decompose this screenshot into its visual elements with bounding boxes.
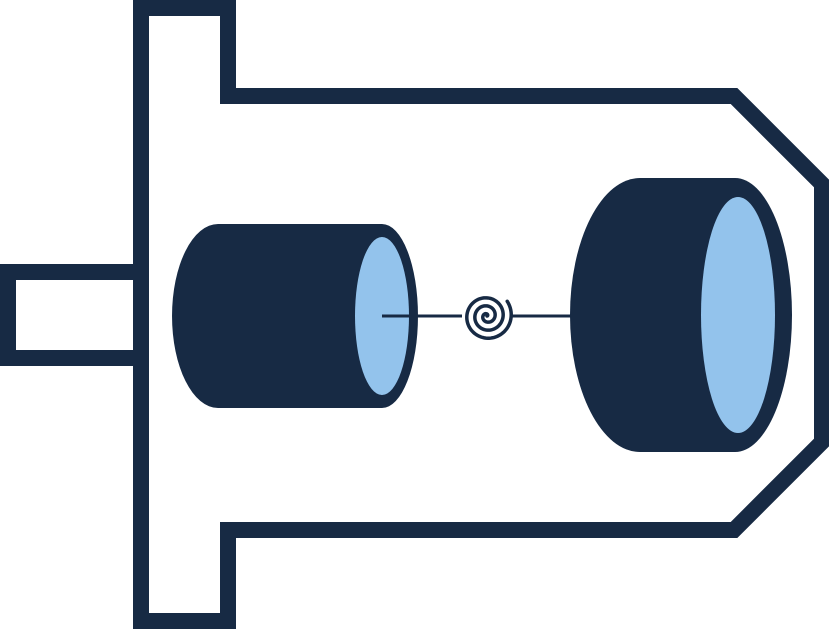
left-cylinder-electrode	[172, 224, 418, 408]
connector-pin	[0, 264, 149, 366]
right-cylinder-face	[701, 197, 775, 433]
left-cylinder-body	[172, 224, 418, 408]
tube-housing-outline	[133, 0, 829, 629]
spiral-filament-icon	[382, 296, 578, 340]
right-cylinder-electrode	[570, 178, 792, 452]
filament-spiral	[465, 296, 513, 340]
